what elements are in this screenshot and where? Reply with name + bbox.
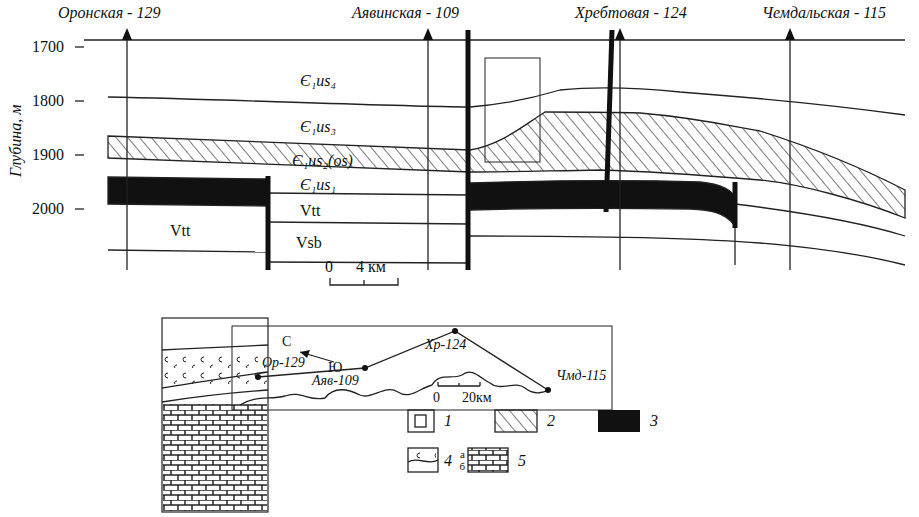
layer-label: Є₁us₁ — [300, 176, 336, 194]
layer-label: Vsb — [296, 234, 322, 252]
scale-label: 4 км — [356, 258, 386, 276]
layer-label: Є₁us₄ — [300, 72, 336, 90]
legend-number: 5 — [518, 452, 526, 470]
well-name: Аявинская - 109 — [352, 4, 459, 22]
scale-label: б — [458, 460, 466, 472]
scale-label: С — [282, 334, 291, 349]
layer-label: Є₁us₂(os) — [292, 152, 353, 170]
layer-label: Є₁us₃ — [300, 118, 336, 136]
legend-number: 3 — [650, 412, 658, 430]
depth-label: 1800 — [32, 92, 64, 110]
well-name: Хребтовая - 124 — [575, 4, 687, 22]
depth-label: 1900 — [32, 146, 64, 164]
depth-label: Глубина, м — [7, 105, 25, 177]
scale-label: Хр-124 — [425, 337, 466, 352]
legend-number: 2 — [547, 412, 555, 430]
depth-label: 2000 — [32, 200, 64, 218]
legend-swatch — [598, 410, 640, 432]
well-name: Оронская - 129 — [58, 4, 160, 22]
scale-label: 0 — [325, 258, 333, 276]
legend-number: 4 — [444, 452, 452, 470]
scale-label: а — [459, 448, 466, 460]
scale-label: 0 — [433, 390, 440, 405]
scale-label: Ор-129 — [262, 355, 305, 370]
layer-label: Vtt — [300, 202, 320, 220]
scale-label: Чмд-115 — [556, 368, 606, 383]
legend-number: 1 — [444, 412, 452, 430]
scale-label: Аяв-109 — [312, 373, 359, 388]
depth-label: 1700 — [32, 38, 64, 56]
layer-label: Vtt — [170, 222, 190, 240]
scale-label: 20км — [462, 390, 492, 405]
well-name: Чемдальская - 115 — [762, 4, 886, 22]
